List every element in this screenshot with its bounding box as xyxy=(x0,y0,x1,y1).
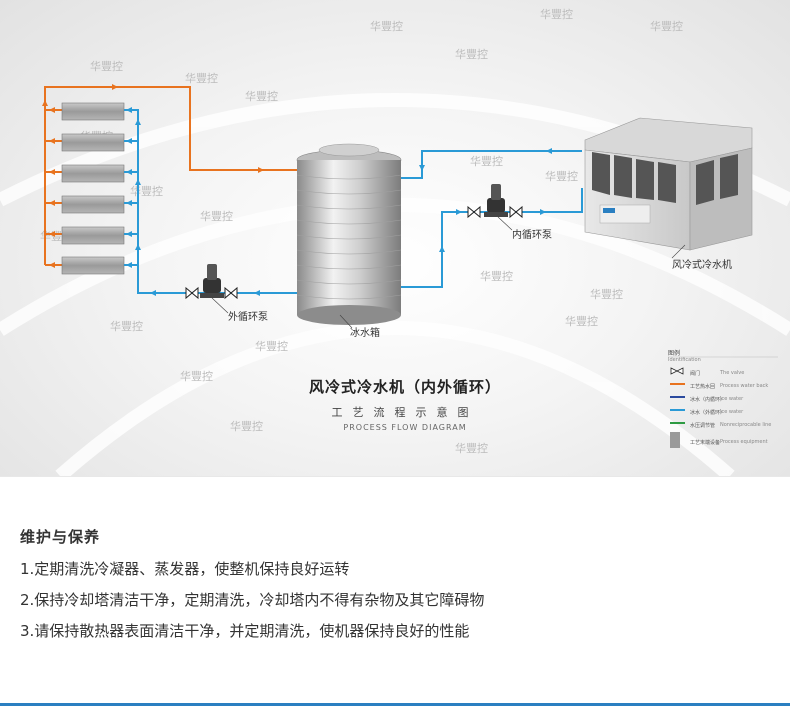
outer-valves xyxy=(185,286,238,300)
legend-item: 工艺末端设备 Process equipment xyxy=(690,439,768,446)
air-cooled-chiller xyxy=(584,117,753,251)
outer-pump-label: 外循环泵 xyxy=(228,312,268,323)
inner-circulation-line xyxy=(401,150,583,288)
section-divider xyxy=(0,476,790,477)
svg-text:华豐控: 华豐控 xyxy=(185,71,218,85)
svg-text:华豐控: 华豐控 xyxy=(650,19,683,33)
legend: 图例 Identification 阀门 The valve 工艺热水回 Pro… xyxy=(668,348,778,452)
inner-valves xyxy=(467,205,523,219)
svg-text:华豐控: 华豐控 xyxy=(455,47,488,61)
svg-text:华豐控: 华豐控 xyxy=(200,209,233,223)
svg-text:华豐控: 华豐控 xyxy=(455,441,488,455)
maintenance-item: 1.定期清洗冷凝器、蒸发器，使整机保持良好运转 xyxy=(20,560,350,578)
diagram-subtitle: 工艺流程示意图 xyxy=(331,406,479,419)
diagram-title: 风冷式冷水机（内外循环） xyxy=(308,378,501,396)
legend-item: 阀门 The valve xyxy=(690,370,745,377)
legend-title-en: Identification xyxy=(668,357,701,363)
svg-text:华豐控: 华豐控 xyxy=(470,154,503,168)
bottom-accent-line xyxy=(0,703,790,706)
svg-text:华豐控: 华豐控 xyxy=(565,314,598,328)
maintenance-item: 2.保持冷却塔清洁干净，定期清洗，冷却塔内不得有杂物及其它障碍物 xyxy=(20,591,485,609)
process-equipment-stack xyxy=(61,102,125,275)
svg-text:华豐控: 华豐控 xyxy=(230,419,263,433)
diagram-subtitle-en: PROCESS FLOW DIAGRAM xyxy=(343,423,467,432)
svg-text:华豐控: 华豐控 xyxy=(245,89,278,103)
legend-title: 图例 xyxy=(668,350,681,357)
inner-arrows xyxy=(419,148,595,252)
orange-arrows xyxy=(42,84,264,268)
maintenance-item: 3.请保持散热器表面清洁干净，并定期清洗，使机器保持良好的性能 xyxy=(20,622,470,640)
legend-item: 工艺热水回 Process water back xyxy=(690,383,769,390)
svg-text:华豐控: 华豐控 xyxy=(590,287,623,301)
svg-text:华豐控: 华豐控 xyxy=(540,7,573,21)
legend-item: 水压调节管 Nonreciprocable line xyxy=(690,422,772,429)
legend-item: 冰水（内循环） Ice water xyxy=(690,396,744,403)
ice-water-tank xyxy=(296,143,402,325)
svg-text:华豐控: 华豐控 xyxy=(255,339,288,353)
svg-text:华豐控: 华豐控 xyxy=(90,59,123,73)
legend-symbols xyxy=(670,367,685,448)
svg-text:华豐控: 华豐控 xyxy=(480,269,513,283)
svg-text:华豐控: 华豐控 xyxy=(180,369,213,383)
maintenance-title: 维护与保养 xyxy=(20,528,101,546)
tank-label: 冰水箱 xyxy=(350,328,380,339)
diagram-canvas: 华豐控 华豐控 华豐控 华豐控 华豐控 华豐控 华豐控 华豐控 华豐控 华豐控 … xyxy=(40,7,778,455)
inner-pump-icon xyxy=(484,184,508,217)
process-flow-diagram: 华豐控 华豐控 华豐控 华豐控 华豐控 华豐控 华豐控 华豐控 华豐控 华豐控 … xyxy=(0,0,790,476)
chiller-label: 风冷式冷水机 xyxy=(672,260,732,271)
svg-text:华豐控: 华豐控 xyxy=(545,169,578,183)
legend-item: 冰水（外循环） Ice water xyxy=(690,409,744,416)
svg-text:华豐控: 华豐控 xyxy=(370,19,403,33)
svg-text:华豐控: 华豐控 xyxy=(110,319,143,333)
inner-pump-label: 内循环泵 xyxy=(512,230,552,241)
outer-arrows xyxy=(126,107,260,296)
svg-text:华豐控: 华豐控 xyxy=(130,184,163,198)
watermark: 华豐控 华豐控 华豐控 华豐控 华豐控 华豐控 华豐控 华豐控 华豐控 华豐控 … xyxy=(40,7,683,455)
outer-pump-icon xyxy=(200,264,224,298)
